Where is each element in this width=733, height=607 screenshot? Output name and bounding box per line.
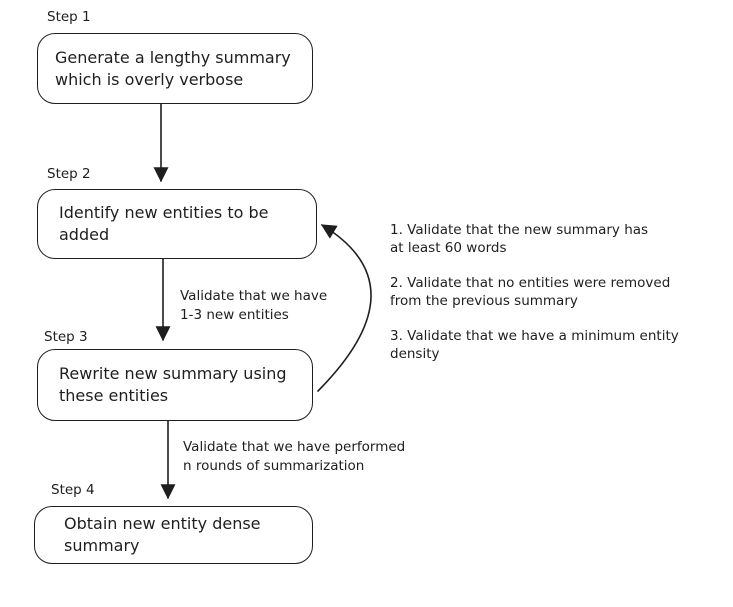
step-4-box: Obtain new entity dense summary: [34, 506, 313, 564]
step-2-text-line-1: Identify new entities to be: [59, 203, 269, 222]
validation-note-3: 3. Validate that we have a minimum entit…: [390, 327, 679, 363]
validation-caption-line-2: 1-3 new entities: [180, 307, 289, 323]
step-2-label: Step 2: [47, 166, 91, 182]
step-1-text-line-1: Generate a lengthy summary: [55, 47, 291, 67]
step-2-box: Identify new entities to be added: [37, 189, 317, 259]
validation-caption-line-1: Validate that we have: [180, 288, 328, 304]
validation-note-2-line-1: 2. Validate that no entities were remove…: [390, 275, 671, 291]
step-4-label: Step 4: [51, 482, 95, 498]
step-1-label: Step 1: [47, 9, 91, 25]
step-3-label: Step 3: [44, 329, 88, 345]
validation-note-2-line-2: from the previous summary: [390, 293, 578, 309]
validation-caption-n-rounds: Validate that we have performed n rounds…: [183, 438, 405, 476]
step-3-text-line-1: Rewrite new summary using: [59, 364, 287, 383]
validation-note-3-line-2: density: [390, 346, 440, 362]
validation-caption-1-3-entities: Validate that we have 1-3 new entities: [180, 287, 327, 325]
validation-note-1: 1. Validate that the new summary has at …: [390, 221, 679, 257]
validation-note-3-line-1: 3. Validate that we have a minimum entit…: [390, 328, 679, 344]
step-1-text-line-2: which is overly verbose: [55, 69, 244, 89]
validation-note-2: 2. Validate that no entities were remove…: [390, 274, 679, 310]
validation-note-1-line-2: at least 60 words: [390, 240, 507, 256]
step-3-box: Rewrite new summary using these entities: [37, 349, 313, 421]
step-4-text-line-2: summary: [64, 536, 140, 555]
step-2-text-line-2: added: [59, 225, 110, 244]
validation-caption-line-1: Validate that we have performed: [183, 439, 406, 455]
validation-caption-line-2: n rounds of summarization: [183, 458, 365, 474]
step-1-box: Generate a lengthy summary which is over…: [37, 33, 313, 104]
step-4-text-line-1: Obtain new entity dense: [64, 514, 261, 533]
validation-note-1-line-1: 1. Validate that the new summary has: [390, 222, 649, 238]
step-3-text-line-2: these entities: [59, 386, 169, 405]
validation-notes-list: 1. Validate that the new summary has at …: [390, 221, 679, 380]
